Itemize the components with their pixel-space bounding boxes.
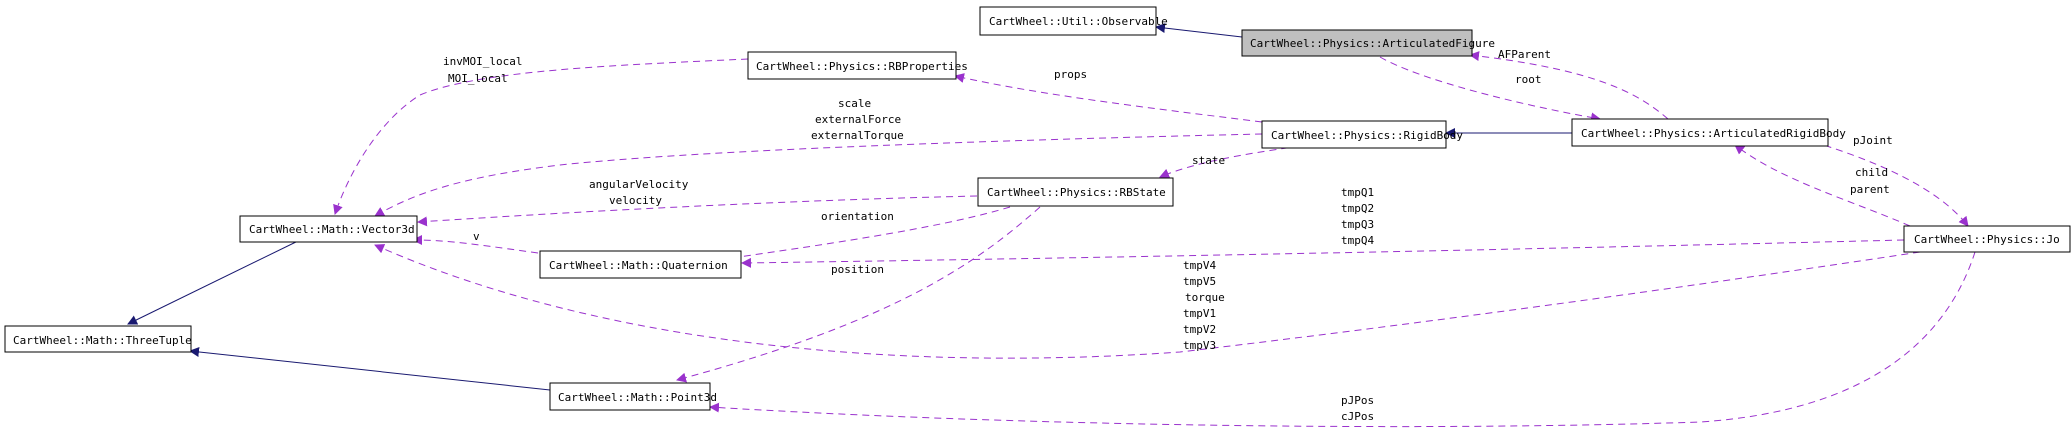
edge-label-velocity: velocity: [609, 194, 662, 207]
node-joint-box: [1903, 225, 2071, 253]
node-three-tuple-box: [4, 325, 192, 353]
node-rigid-body[interactable]: CartWheel::Physics::RigidBody: [1261, 120, 1463, 149]
edge-rbstate-to-point3d: [676, 206, 1041, 383]
edge-label-invmoi-local: invMOI_local: [443, 55, 522, 68]
edge-labels: invMOI_local MOI_local props scale exter…: [443, 48, 1893, 423]
edge-label-child: child: [1855, 166, 1888, 179]
edge-label-afparent: AFParent: [1498, 48, 1551, 61]
edge-label-tmpv5: tmpV5: [1183, 275, 1216, 288]
edge-label-scale: scale: [838, 97, 871, 110]
node-articulated-rigid-body[interactable]: CartWheel::Physics::ArticulatedRigidBody: [1571, 118, 1846, 147]
edge-point3d-to-threetuple: [189, 346, 551, 391]
edge-label-tmpq3: tmpQ3: [1341, 218, 1374, 231]
edge-label-cjpos: cJPos: [1341, 410, 1374, 423]
edge-label-tmpv2: tmpV2: [1183, 323, 1216, 336]
node-vector3d-box: [239, 215, 418, 243]
node-rb-properties-label: CartWheel::Physics::RBProperties: [756, 60, 968, 73]
node-articulated-figure[interactable]: CartWheel::Physics::ArticulatedFigure: [1241, 29, 1495, 57]
node-vector3d-label: CartWheel::Math::Vector3d: [249, 223, 415, 236]
node-quaternion-label: CartWheel::Math::Quaternion: [549, 259, 728, 272]
edge-label-tmpv4: tmpV4: [1183, 259, 1216, 272]
node-three-tuple[interactable]: CartWheel::Math::ThreeTuple: [4, 325, 192, 353]
node-quaternion[interactable]: CartWheel::Math::Quaternion: [539, 250, 742, 279]
node-articulated-rigid-body-label: CartWheel::Physics::ArticulatedRigidBody: [1581, 127, 1846, 140]
inheritance-edges: [127, 23, 1572, 391]
node-point3d[interactable]: CartWheel::Math::Point3d: [549, 382, 717, 411]
node-rigid-body-box: [1261, 120, 1447, 149]
node-rb-properties[interactable]: CartWheel::Physics::RBProperties: [747, 51, 968, 80]
node-rigid-body-label: CartWheel::Physics::RigidBody: [1271, 129, 1463, 142]
node-three-tuple-label: CartWheel::Math::ThreeTuple: [13, 334, 192, 347]
edge-rbstate-to-quaternion: [702, 206, 1011, 266]
edge-label-state: state: [1192, 154, 1225, 167]
edge-joint-to-quaternion: [741, 239, 1905, 268]
edge-articulatedfigure-to-observable: [1155, 23, 1243, 38]
edge-joint-to-point3d: [709, 251, 1976, 428]
edge-label-pjpos: pJPos: [1341, 394, 1374, 407]
edge-label-tmpq2: tmpQ2: [1341, 202, 1374, 215]
node-observable-box: [979, 6, 1157, 36]
edge-label-tmpq4: tmpQ4: [1341, 234, 1374, 247]
node-vector3d[interactable]: CartWheel::Math::Vector3d: [239, 215, 418, 243]
node-articulated-figure-label: CartWheel::Physics::ArticulatedFigure: [1250, 37, 1495, 50]
node-quaternion-box: [539, 250, 742, 279]
edge-label-parent: parent: [1850, 183, 1890, 196]
edge-quaternion-to-vector3d: [412, 235, 539, 254]
node-rb-state-label: CartWheel::Physics::RBState: [987, 186, 1166, 199]
edge-articulatedrigidbody-to-joint: [1789, 134, 1969, 227]
edge-label-root: root: [1515, 73, 1542, 86]
edge-joint-to-vector3d: [374, 244, 1921, 359]
node-joint-label: CartWheel::Physics::Jo: [1914, 233, 2060, 246]
node-point3d-box: [549, 382, 711, 411]
edge-joint-to-articulatedrigidbody: [1734, 144, 1911, 227]
node-rb-properties-box: [747, 51, 957, 80]
edge-label-pjoint: pJoint: [1853, 134, 1893, 147]
edge-rbstate-to-vector3d: [417, 195, 978, 227]
edge-label-tmpq1: tmpQ1: [1341, 186, 1374, 199]
edge-label-props: props: [1054, 68, 1087, 81]
class-nodes: CartWheel::Util::Observable CartWheel::P…: [4, 6, 2071, 411]
edge-label-externalforce: externalForce: [815, 113, 901, 126]
edge-label-torque: torque: [1185, 291, 1225, 304]
edge-rigidbody-to-vector3d: [374, 133, 1263, 217]
usage-edges: [333, 51, 1976, 428]
node-articulated-rigid-body-box: [1571, 118, 1829, 147]
node-joint[interactable]: CartWheel::Physics::Jo: [1903, 225, 2071, 253]
edge-label-tmpv3: tmpV3: [1183, 339, 1216, 352]
node-point3d-label: CartWheel::Math::Point3d: [558, 391, 717, 404]
edge-label-position: position: [831, 263, 884, 276]
edge-label-tmpv1: tmpV1: [1183, 307, 1216, 320]
edge-articulatedrigidbody-to-articulatedfigure: [1469, 51, 1669, 120]
edge-label-orientation: orientation: [821, 210, 894, 223]
edge-articulatedfigure-to-articulatedrigidbody: [1379, 56, 1601, 123]
edge-label-externaltorque: externalTorque: [811, 129, 904, 142]
edge-rigidbody-to-rbproperties: [954, 73, 1263, 123]
edge-label-v: v: [473, 230, 480, 243]
edge-label-angularvelocity: angularVelocity: [589, 178, 689, 191]
edge-rbproperties-to-vector3d: [333, 58, 749, 215]
node-articulated-figure-box: [1241, 29, 1473, 57]
node-rb-state-box: [977, 177, 1174, 207]
edge-rigidbody-to-rbstate: [1159, 145, 1301, 179]
edge-vector3d-to-threetuple: [127, 239, 301, 325]
node-observable-label: CartWheel::Util::Observable: [989, 15, 1168, 28]
node-observable[interactable]: CartWheel::Util::Observable: [979, 6, 1168, 36]
node-rb-state[interactable]: CartWheel::Physics::RBState: [977, 177, 1174, 207]
edge-label-moi-local: MOI_local: [448, 72, 508, 85]
